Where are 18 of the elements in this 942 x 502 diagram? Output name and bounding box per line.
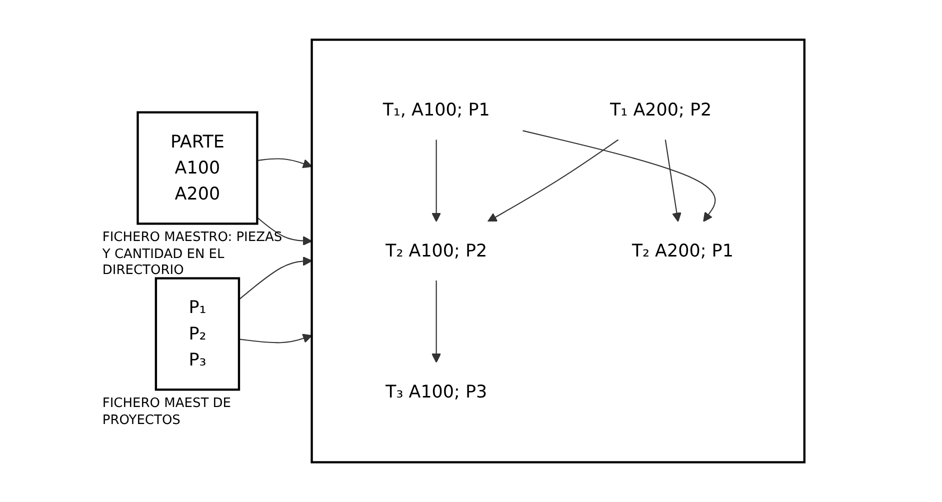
arrow — [431, 280, 442, 363]
arrow — [238, 334, 312, 344]
node-text: T₁, A100; P1 — [382, 99, 490, 120]
node-box: PARTE A100 A200 — [136, 111, 258, 225]
cluster — [310, 38, 806, 464]
arrow — [522, 130, 716, 222]
node-text: T₂ A100; P2 — [385, 240, 488, 261]
arrow — [664, 140, 682, 222]
node-text: T₂ A200; P1 — [632, 240, 734, 261]
arrow — [487, 139, 619, 222]
arrow — [238, 256, 312, 300]
arrow — [256, 217, 312, 246]
node-box: P₁ P₂ P₃ — [154, 277, 240, 391]
node-text: T₃ A100; P3 — [385, 380, 488, 402]
arrow — [431, 140, 442, 222]
arrow — [257, 158, 312, 168]
node-text: T₁ A200; P2 — [610, 99, 712, 120]
caption-text: FICHERO MAEST DE PROYECTOS — [102, 396, 232, 430]
